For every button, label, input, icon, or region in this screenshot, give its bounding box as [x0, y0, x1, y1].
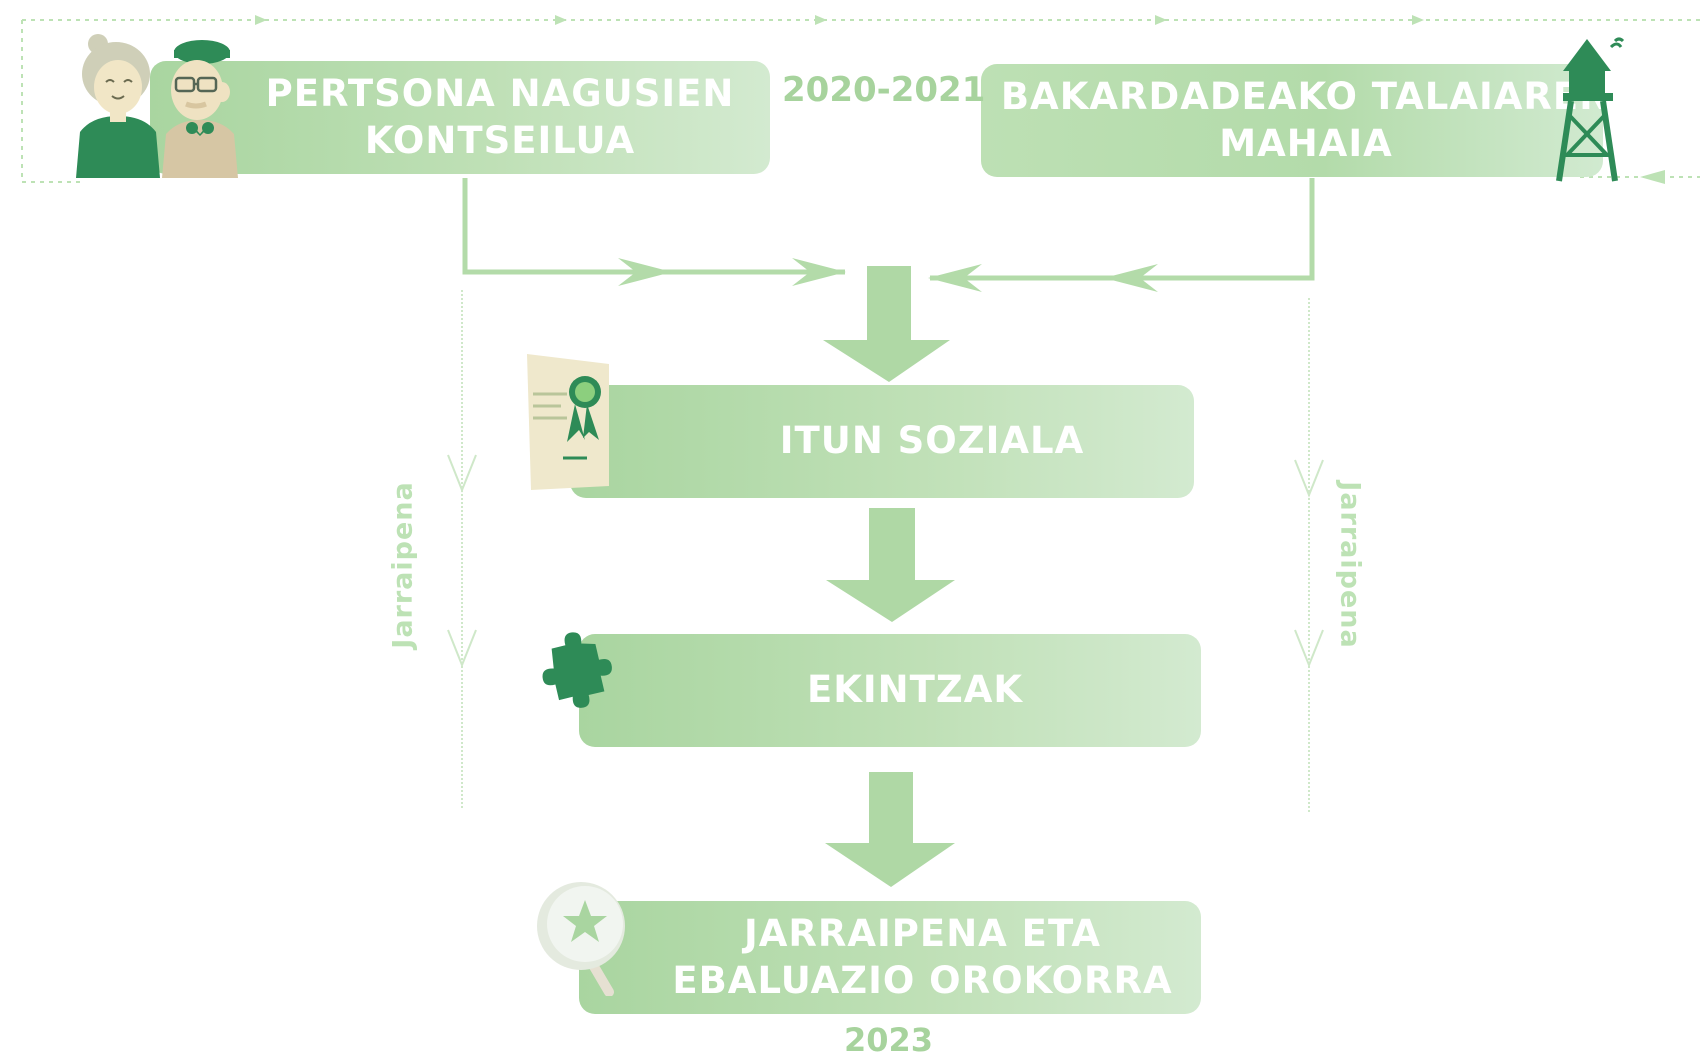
evaluation-line1: JARRAIPENA ETA — [744, 912, 1101, 956]
left-followup-line — [447, 290, 477, 808]
elderly-couple-icon — [76, 34, 238, 178]
down-arrow-1 — [823, 266, 950, 382]
year-bottom: 2023 — [844, 1021, 934, 1059]
right-followup-line — [1294, 298, 1324, 812]
seniors-council-box: PERTSONA NAGUSIEN KONTSEILUA — [150, 61, 770, 174]
social-pact-label: ITUN SOZIALA — [779, 419, 1085, 463]
certificate-icon — [527, 354, 609, 490]
actions-label: EKINTZAK — [806, 668, 1024, 712]
evaluation-line2: EBALUAZIO OROKORRA — [672, 958, 1173, 1002]
watchtower-icon — [1556, 37, 1625, 182]
actions-box: EKINTZAK — [579, 634, 1201, 747]
right-connector — [928, 178, 1315, 292]
loneliness-table-line2: MAHAIA — [1219, 121, 1393, 165]
down-arrow-2 — [826, 508, 955, 622]
left-side-label: Jarraipena — [387, 481, 419, 649]
left-connector — [462, 178, 846, 286]
down-arrow-3 — [825, 772, 955, 887]
seniors-council-line2: KONTSEILUA — [364, 118, 636, 162]
puzzle-piece-icon — [542, 632, 612, 708]
seniors-council-line1: PERTSONA NAGUSIEN — [265, 72, 735, 116]
social-pact-box: ITUN SOZIALA — [570, 385, 1194, 498]
right-side-label: Jarraipena — [1334, 481, 1366, 649]
loneliness-table-line1: BAKARDADEAKO TALAIAREN — [1000, 75, 1612, 119]
dashed-frame-arrowheads — [255, 15, 1665, 184]
loneliness-table-box: BAKARDADEAKO TALAIAREN MAHAIA — [981, 64, 1610, 177]
magnifier-star-icon — [537, 882, 625, 996]
year-top: 2020-2021 — [782, 70, 986, 110]
evaluation-box: JARRAIPENA ETA EBALUAZIO OROKORRA — [579, 901, 1201, 1014]
